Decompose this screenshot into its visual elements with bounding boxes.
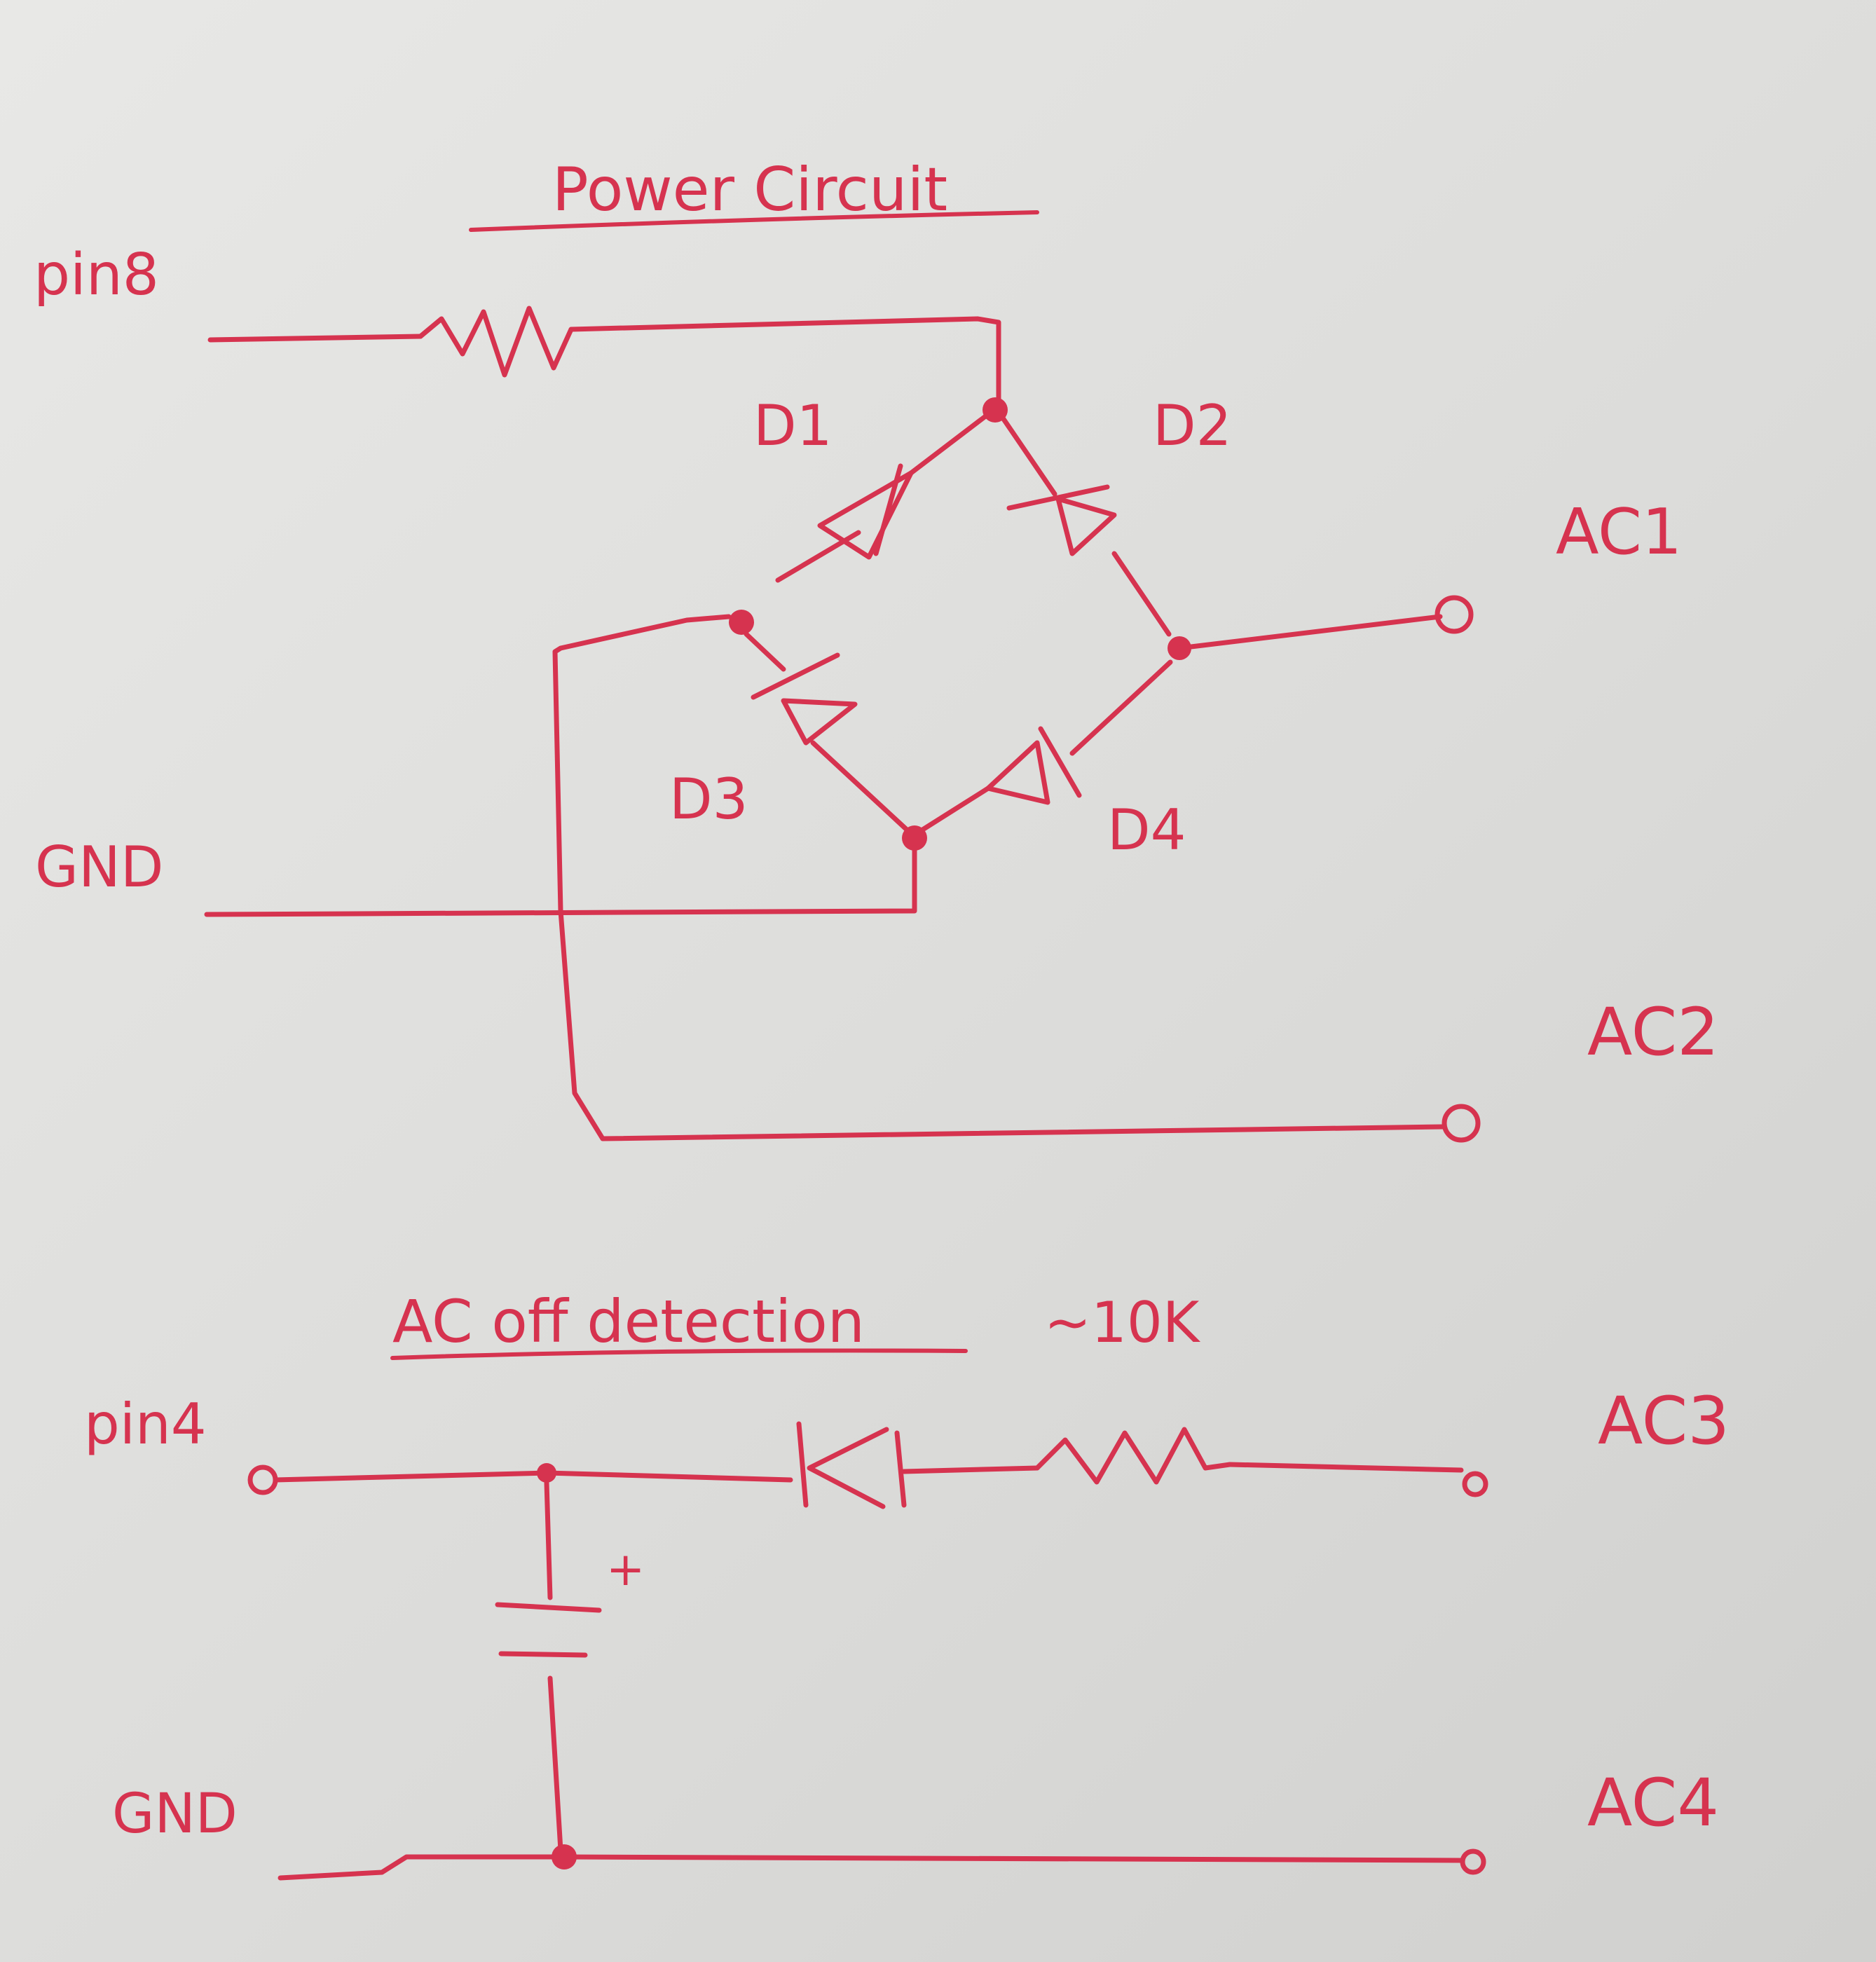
- bridge-top-node: [982, 397, 1008, 423]
- pin8-wire: [207, 334, 423, 343]
- ac2-terminal: [1442, 1104, 1481, 1143]
- capacitor-plus-sign: +: [606, 1542, 645, 1596]
- capacitor: [495, 1480, 602, 1853]
- ac2-label: AC2: [1587, 994, 1719, 1071]
- gnd-junction-node: [552, 1844, 577, 1870]
- ac1-label: AC1: [1556, 495, 1682, 569]
- pin8-resistor: [418, 306, 574, 378]
- ac3-wire: [1227, 1462, 1464, 1473]
- capacitor-junction-node: [537, 1463, 556, 1483]
- ac3-label: AC3: [1598, 1383, 1730, 1460]
- diode-d1: [775, 414, 987, 583]
- ac4-label: AC4: [1587, 1765, 1719, 1841]
- diode-d4: [919, 659, 1173, 833]
- ac1-terminal: [1435, 595, 1474, 634]
- detection-diode: [796, 1421, 1040, 1509]
- power-circuit-section: Power Circuit pin8 D1 D2 D3: [34, 155, 1719, 1143]
- power-circuit-title-underline: [469, 210, 1039, 232]
- ac2-wire: [552, 614, 1446, 1141]
- d1-label: D1: [753, 393, 833, 458]
- d4-label: D4: [1107, 797, 1186, 863]
- gnd-wire-detection: [278, 1854, 1464, 1881]
- gnd-wire-power: [204, 845, 917, 917]
- ac1-wire: [1177, 614, 1443, 651]
- bridge-left-node: [729, 610, 754, 635]
- pin4-label: pin4: [84, 1392, 207, 1457]
- ac-off-detection-underline: [390, 1348, 968, 1360]
- d3-label: D3: [669, 767, 748, 832]
- ac4-terminal: [1460, 1848, 1486, 1875]
- diode-d3: [744, 631, 910, 833]
- detection-resistor: [1034, 1427, 1233, 1485]
- pin8-label: pin8: [34, 242, 159, 308]
- gnd-label-power: GND: [35, 835, 163, 900]
- pin4-wire: [273, 1470, 793, 1483]
- ac-off-detection-title: AC off detection: [392, 1287, 865, 1356]
- diode-d2: [1001, 416, 1172, 637]
- pin4-terminal: [247, 1464, 278, 1495]
- ac3-terminal: [1462, 1471, 1488, 1497]
- pin8-wire-to-bridge: [568, 316, 1001, 406]
- gnd-label-detection: GND: [112, 1783, 238, 1846]
- resistor-value-label: ~10K: [1044, 1290, 1201, 1355]
- power-circuit-title: Power Circuit: [552, 155, 947, 225]
- ac-off-detection-section: AC off detection ~10K pin4 AC3 + GND: [84, 1287, 1730, 1881]
- d2-label: D2: [1153, 393, 1232, 458]
